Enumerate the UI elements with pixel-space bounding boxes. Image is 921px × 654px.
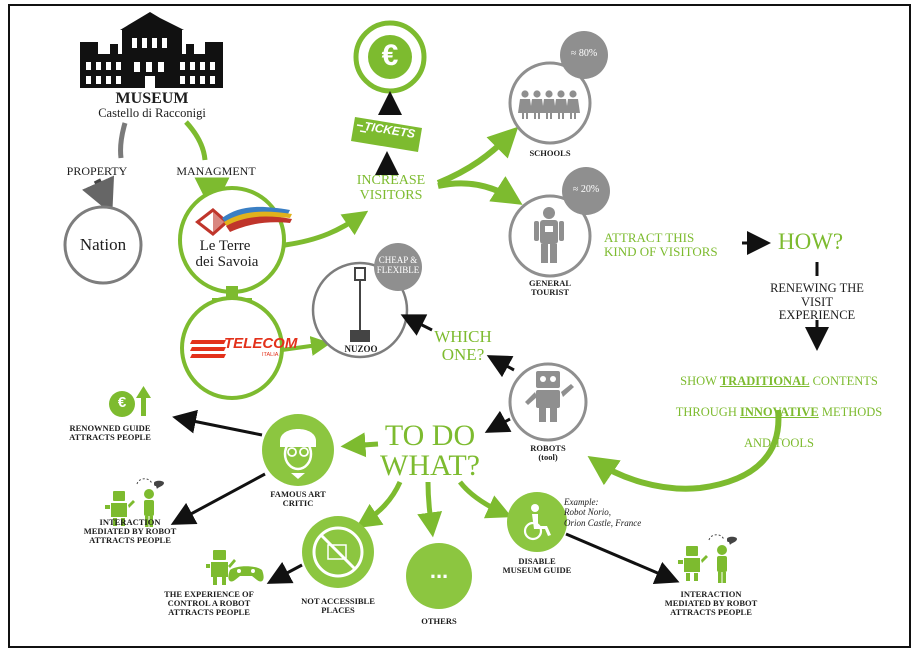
disable-label: DISABLE MUSEUM GUIDE (502, 556, 572, 576)
telecom-to-nuzoo-arrow (281, 336, 331, 356)
todo-to-notaccessible-arrow (355, 480, 403, 529)
robots-to-which-arrow (486, 355, 515, 378)
show-to-robots-arrow (587, 409, 782, 492)
nuzoo-badge (374, 243, 422, 291)
example-text: Example: Robot Norio, Orion Castle, Fran… (564, 497, 642, 528)
critic-face-icon (280, 429, 316, 479)
robots-label: ROBOTS (tool) (530, 443, 566, 463)
which-to-nuzoo-arrow (400, 314, 433, 336)
tourist-badge-text: ≈ 20% (572, 184, 600, 195)
schools-label: SCHOOLS (529, 148, 571, 158)
interaction-right-text: INTERACTION MEDIATED BY ROBOT ATTRACTS P… (664, 589, 758, 618)
no-entry-icon (312, 526, 364, 578)
nuzoo-badge-text: CHEAP & FLEXIBLE (376, 255, 420, 275)
museum-to-property-arrow (118, 122, 128, 159)
others-label: OTHERS (421, 616, 457, 626)
museum-subtitle: Castello di Racconigi (98, 106, 206, 120)
tourist-badge (562, 167, 610, 215)
diagram-frame (8, 4, 911, 648)
museum-to-management-arrow (184, 120, 208, 161)
telecom-logo-sub: ITALIA (262, 352, 279, 358)
nation-label: Nation (79, 235, 127, 254)
control-text: THE EXPERIENCE OF CONTROL A ROBOT ATTRAC… (164, 589, 254, 618)
robot-dialogue-left-icon (105, 478, 164, 527)
schools-badge-text: ≈ 80% (570, 48, 598, 59)
terre-logo-line2: dei Savoia (195, 254, 259, 270)
property-to-nation-arrow (82, 175, 115, 215)
schools-badge (560, 31, 608, 79)
disable-to-interaction-arrow (565, 532, 680, 584)
renewing-text: RENEWING THE VISIT EXPERIENCE (770, 281, 864, 322)
increase-visitors-text: INCREASE VISITORS (356, 173, 426, 204)
todo-to-disable-arrow (458, 480, 512, 519)
todo-to-others-arrow (417, 481, 443, 538)
robots-to-todo-arrow (484, 410, 512, 433)
interaction-left-text: INTERACTION MEDIATED BY ROBOT ATTRACTS P… (83, 517, 177, 546)
guide-text: RENOWNED GUIDE ATTRACTS PEOPLE (69, 423, 151, 443)
show-text: SHOW TRADITIONAL CONTENTS THROUGH INNOVA… (675, 373, 883, 451)
increase-to-tourist-arrow (437, 176, 523, 205)
nuzoo-label: NUZOO (344, 344, 378, 354)
robot-dialogue-right-icon (678, 534, 737, 583)
euro-symbol: € (381, 39, 399, 72)
museum-title: MUSEUM (115, 90, 189, 107)
terre-to-increase-arrow (284, 210, 369, 248)
telecom-logo-stripes (190, 340, 226, 358)
telecom-logo-text: TELECOM (224, 335, 298, 352)
tickets-icon (351, 117, 422, 152)
todo-text: TO DO WHAT? (380, 419, 480, 482)
wheelchair-icon (523, 504, 551, 541)
traditional-word: TRADITIONAL (719, 373, 810, 388)
attract-text: ATTRACT THIS KIND OF VISITORS (604, 230, 718, 260)
euro-coin-icon (368, 35, 412, 79)
critic-node (262, 414, 334, 486)
castle-icon (80, 12, 223, 88)
nuzoo-robot-icon (350, 267, 370, 342)
management-label: MANAGMENT (176, 164, 256, 178)
critic-to-guide-arrow (172, 409, 263, 437)
tourist-person-icon (534, 207, 564, 263)
property-label: PROPERTY (66, 164, 128, 178)
innovative-word: INNOVATIVE (739, 404, 819, 419)
how-text: HOW? (778, 229, 844, 254)
nation-node (63, 205, 143, 285)
which-one-text: WHICH ONE? (434, 327, 492, 365)
others-dots: ... (429, 558, 449, 583)
terre-logo-line1: Le Terre (199, 238, 251, 254)
robot-gamepad-icon (206, 550, 264, 585)
notaccessible-to-control-arrow (266, 561, 303, 584)
guide-euro-symbol: € (117, 394, 127, 411)
critic-label: FAMOUS ART CRITIC (270, 489, 326, 509)
increase-to-schools-arrow (436, 126, 519, 186)
guide-euro-icon (109, 391, 135, 417)
growth-arrow-icon (136, 386, 151, 416)
others-node (406, 543, 472, 609)
tourist-label: GENERAL TOURIST (528, 278, 572, 298)
terre-savoia-logo (195, 206, 292, 236)
todo-to-critic-arrow (340, 432, 379, 458)
notaccessible-label: NOT ACCESSIBLE PLACES (301, 596, 375, 616)
robot-icon (525, 371, 574, 422)
critic-to-interaction-arrow (170, 472, 266, 525)
children-icon (518, 90, 580, 119)
